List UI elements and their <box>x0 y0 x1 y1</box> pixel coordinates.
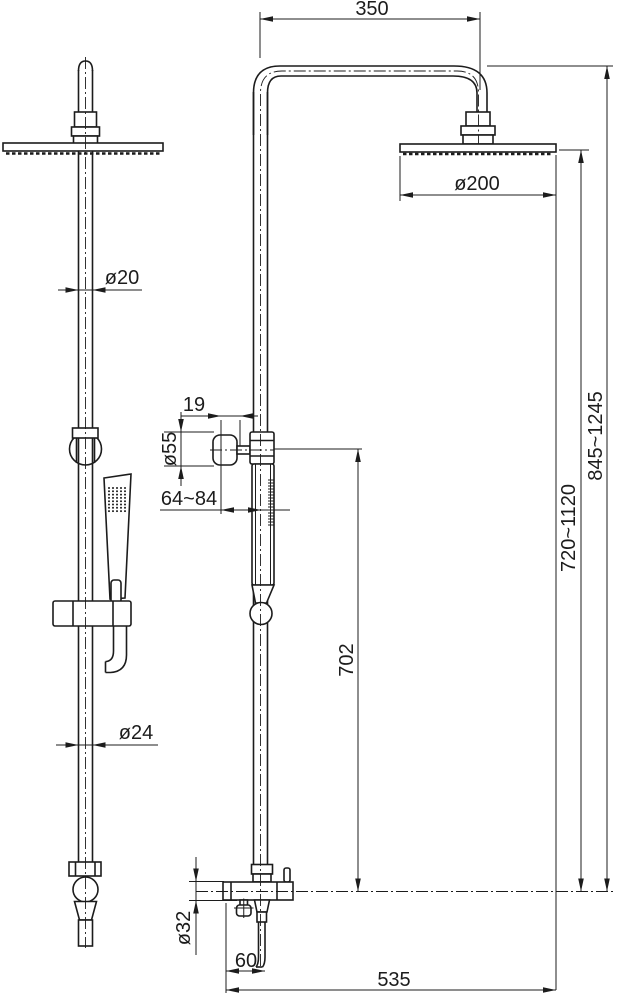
hand-shower-nozzles <box>108 487 126 513</box>
dim-label-19: 19 <box>183 394 205 416</box>
head-nut <box>465 111 491 127</box>
dim-label-845-1245: 845~1245 <box>585 391 607 481</box>
shower-arm-outer <box>252 65 488 135</box>
outlet-cone <box>253 899 271 913</box>
hose-outer <box>105 626 128 674</box>
rain-head <box>399 143 557 153</box>
dim-outlet-offset: 60 <box>225 903 265 993</box>
hand-shower-ribs <box>268 479 274 526</box>
shower-head-edge <box>2 142 164 152</box>
dim-label-o32: ø32 <box>173 911 195 945</box>
valve-riser-nut-lower <box>252 873 272 883</box>
shower-arm-inner <box>266 75 478 135</box>
hand-shower-neck <box>251 584 276 604</box>
dim-overall-width: 535 <box>226 969 556 993</box>
dim-bracket-height: 702 <box>274 448 362 892</box>
side-view <box>2 60 164 947</box>
head-fitting-upper <box>460 125 496 136</box>
wall-bracket-slider <box>249 431 275 465</box>
dim-label-o55: ø55 <box>159 432 181 466</box>
center-lines <box>85 57 613 966</box>
dim-label-535: 535 <box>377 969 410 991</box>
outlet-reducer <box>256 911 268 923</box>
dim-valve-diameter: ø32 <box>173 857 237 955</box>
dim-riser-diameter: ø20 <box>58 267 142 293</box>
front-view <box>212 65 557 968</box>
inlet-nut <box>68 861 102 877</box>
spout-curve-right <box>261 956 266 968</box>
hose-inner <box>105 626 115 663</box>
dim-label-o20: ø20 <box>105 267 139 289</box>
dim-head-height: 720~1120 <box>558 149 589 892</box>
front-view-centerline <box>260 70 479 966</box>
dim-head-diameter: ø200 <box>399 155 557 990</box>
dim-label-350: 350 <box>355 0 388 20</box>
dim-label-60: 60 <box>235 950 257 972</box>
shower-holder <box>52 600 132 627</box>
dim-lower-riser-diameter: ø24 <box>56 722 158 748</box>
dim-overall-height: 845~1245 <box>487 65 613 892</box>
dim-label-720-1120: 720~1120 <box>558 484 580 572</box>
dim-label-o200: ø200 <box>454 173 500 195</box>
valve-body <box>222 881 294 901</box>
dim-wall-clearance: 64~84 <box>160 488 290 513</box>
holder-pin <box>110 579 122 604</box>
dim-label-o24: ø24 <box>119 722 153 744</box>
head-fitting-lower <box>462 134 494 145</box>
dim-label-702: 702 <box>336 643 358 676</box>
dim-label-64-84: 64~84 <box>161 488 217 510</box>
dim-bracket-depth: 19 <box>181 394 258 514</box>
hose-ball-joint <box>249 601 273 626</box>
dim-arm-width: 350 <box>259 0 481 90</box>
dim-bracket-diameter: ø55 <box>159 412 214 486</box>
valve-riser-nut-upper <box>250 863 274 875</box>
diverter-lever <box>283 867 291 883</box>
hand-shower <box>103 473 132 600</box>
